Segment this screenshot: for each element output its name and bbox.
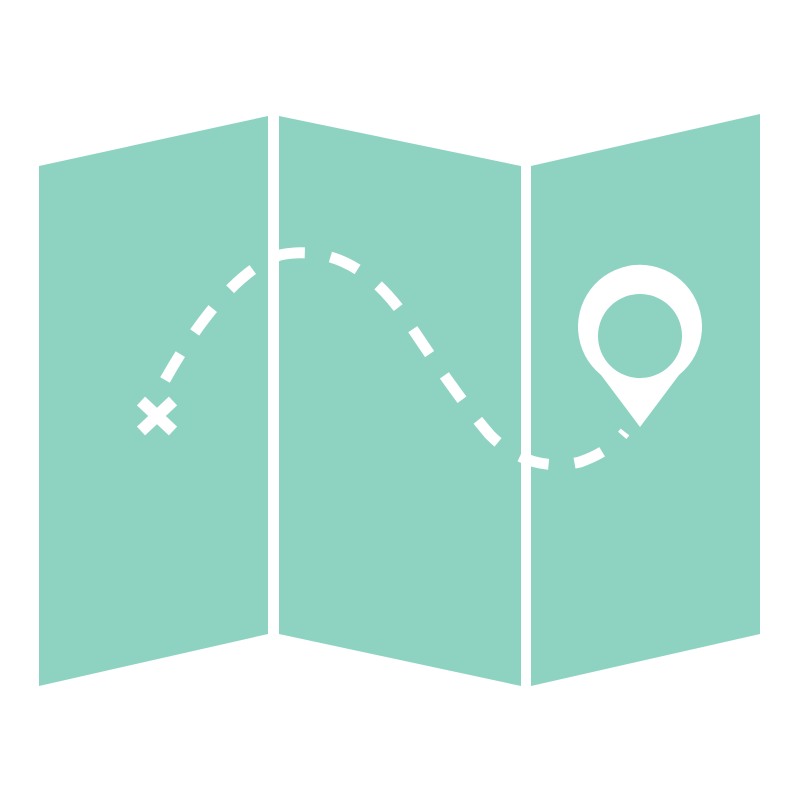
x-start-marker-icon	[136, 396, 178, 436]
dashed-route-path	[160, 247, 630, 471]
map-panel-left	[39, 116, 268, 686]
location-pin-icon	[578, 264, 702, 427]
map-panel-middle	[279, 116, 521, 686]
